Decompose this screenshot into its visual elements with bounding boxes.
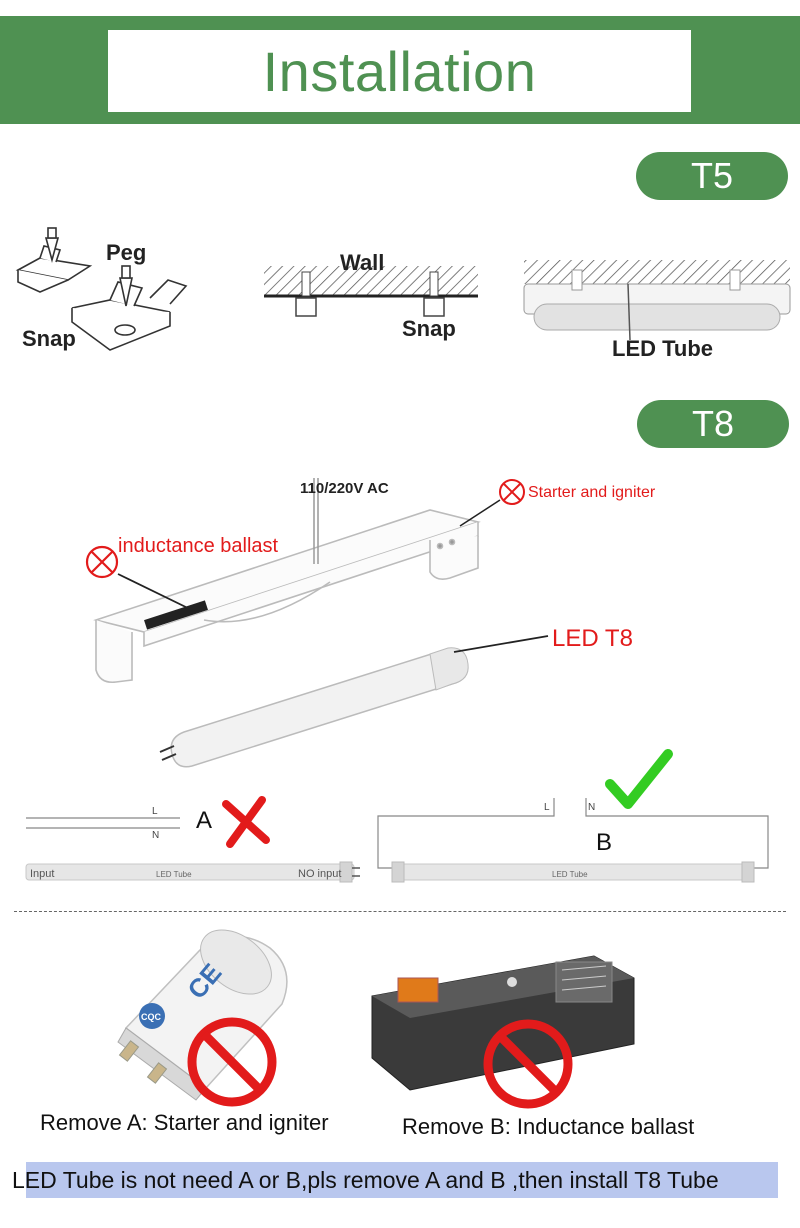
ballast-label: inductance ballast (118, 535, 279, 557)
t8-badge: T8 (637, 400, 789, 448)
snap-label-2: Snap (402, 316, 456, 341)
wire-b-n: N (588, 802, 595, 813)
t8-tube-drawing (159, 647, 469, 768)
led-t8-label: LED T8 (552, 625, 633, 652)
wire-b-l: L (544, 802, 550, 813)
t8-fixture-diagram: 110/220V AC Starter and igniter inductan… (85, 478, 656, 768)
wiring-diagrams: L N A Input LED Tube NO input L N B LED … (25, 749, 769, 883)
t5-illustrations: Peg Snap Wall Snap LED Tube (15, 227, 791, 361)
wiring-b-letter: B (596, 829, 612, 856)
t5-badge: T5 (636, 152, 788, 200)
peg-label: Peg (106, 240, 146, 265)
tube-a-input: Input (30, 868, 54, 880)
section-divider (14, 911, 786, 912)
remove-b-caption: Remove B: Inductance ballast (402, 1114, 695, 1139)
ballast-no-icon (483, 1019, 573, 1109)
removed-components: CQC CE (117, 929, 635, 1109)
wire-a-n: N (152, 830, 159, 841)
wall-mount-drawing (264, 266, 478, 317)
header-banner: Installation (0, 16, 800, 124)
starter-photo: CQC CE (117, 929, 288, 1101)
starter-forbidden-icon (499, 479, 525, 505)
footer-note: LED Tube is not need A or B,pls remove A… (12, 1167, 719, 1193)
header-title-box: Installation (108, 30, 691, 112)
ballast-forbidden-icon (85, 545, 119, 579)
ballast-photo (371, 955, 635, 1091)
remove-a-caption: Remove A: Starter and igniter (40, 1110, 329, 1135)
wiring-a: L N A Input LED Tube NO input (25, 796, 360, 883)
page-title: Installation (262, 39, 537, 103)
correct-check-icon (605, 749, 673, 809)
clip-peg-drawing (15, 227, 188, 351)
tube-a-name: LED Tube (156, 870, 192, 879)
tube-b-name: LED Tube (552, 870, 588, 879)
wire-a-l: L (152, 806, 158, 817)
footer-note-bar: LED Tube is not need A or B,pls remove A… (12, 1162, 778, 1198)
tube-a-no-input: NO input (298, 868, 341, 880)
wall-label: Wall (340, 250, 384, 275)
wiring-b: L N B LED Tube (377, 749, 769, 883)
ballast-block (144, 600, 208, 630)
starter-label: Starter and igniter (528, 484, 656, 501)
led-tube-label: LED Tube (612, 336, 713, 361)
cqc-mark: CQC (141, 1012, 162, 1022)
wrong-cross-icon (222, 796, 270, 848)
wiring-a-letter: A (196, 807, 212, 834)
mounted-tube-drawing (523, 260, 791, 341)
snap-label-1: Snap (22, 326, 76, 351)
starter-no-icon (187, 1017, 277, 1107)
voltage-label: 110/220V AC (300, 480, 389, 497)
